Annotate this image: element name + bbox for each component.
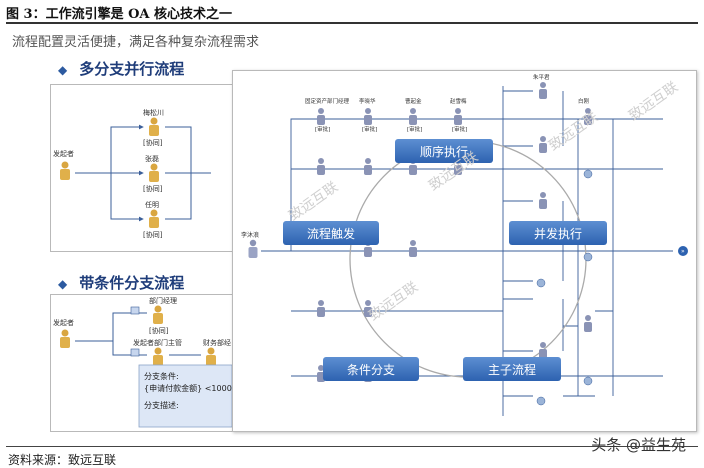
callout-conditional: 条件分支	[323, 357, 419, 381]
node-role: [协同]	[143, 184, 163, 193]
section-title-conditional: ◆带条件分支流程	[58, 274, 185, 292]
svg-text:致远互联: 致远互联	[286, 179, 341, 224]
node-name: 梅松川	[143, 108, 164, 117]
svg-text:朱平君: 朱平君	[533, 73, 550, 81]
svg-text:致远互联: 致远互联	[546, 109, 601, 154]
figure-title: 图 3：工作流引擎是 OA 核心技术之一	[6, 7, 233, 22]
multi-branch-diagram: 发起者 梅松川 [协同] 张磊 [协同] 任明 [协同]	[53, 108, 211, 239]
condition-label: 分支条件:	[144, 371, 179, 381]
svg-text:条件分支: 条件分支	[347, 363, 395, 377]
start-person-icon	[60, 161, 70, 180]
person-node: 任明 [协同]	[143, 200, 163, 239]
section-title-multi-branch: ◆多分支并行流程	[58, 60, 185, 78]
svg-text:[审批]: [审批]	[362, 125, 377, 133]
end-node-icon	[678, 246, 688, 256]
dept-manager-label: 部门经理	[149, 296, 177, 305]
node-name: 张磊	[145, 154, 159, 163]
callout-sequential: 顺序执行	[395, 139, 493, 163]
svg-text:致远互联: 致远互联	[626, 79, 681, 124]
dept-head-label: 发起者部门主管	[133, 338, 182, 347]
svg-text:致远互联: 致远互联	[366, 279, 421, 324]
start-label: 发起者	[53, 149, 74, 158]
svg-text:并发执行: 并发执行	[534, 226, 582, 241]
dept-manager-role: [协同]	[149, 326, 169, 335]
node-role: [协同]	[143, 230, 163, 239]
svg-text:白刚: 白刚	[578, 97, 590, 105]
globe-icons	[536, 169, 593, 406]
svg-text:[审批]: [审批]	[452, 125, 467, 133]
callout-subprocess: 主子流程	[463, 357, 561, 381]
main-workflow-panel: 李沐浪 固定资产部门经理 李晓华 曹	[232, 70, 697, 432]
start-label: 李沐浪	[241, 231, 259, 239]
person-node: 张磊 [协同]	[143, 154, 163, 193]
conditional-diagram: 发起者 部门经理 [协同] 发起者部门主管 财务部经 分支条件: {申请付款金额…	[53, 296, 237, 428]
start-person-icon	[60, 329, 70, 348]
person-node	[153, 305, 163, 324]
svg-text:流程触发: 流程触发	[307, 226, 355, 241]
svg-text:李晓华: 李晓华	[359, 97, 376, 105]
svg-text:顺序执行: 顺序执行	[420, 144, 468, 159]
start-person-icon	[248, 239, 258, 258]
svg-text:赵雪梅: 赵雪梅	[450, 97, 467, 105]
person-node: 梅松川 [协同]	[143, 108, 164, 147]
multi-branch-panel: 发起者 梅松川 [协同] 张磊 [协同] 任明 [协同]	[50, 84, 235, 252]
callout-trigger: 流程触发	[283, 221, 379, 245]
edge	[110, 124, 144, 173]
title-rule	[6, 22, 698, 24]
end-node-glyph: »	[681, 248, 685, 255]
svg-text:[审批]: [审批]	[315, 125, 330, 133]
diamond-bullet-icon: ◆	[58, 277, 68, 291]
finance-label: 财务部经	[203, 338, 231, 347]
edge	[165, 173, 192, 220]
condition-popup: 分支条件: {申请付款金额} <10000 分支描述:	[138, 364, 237, 428]
svg-text:固定资产部门经理: 固定资产部门经理	[305, 97, 350, 105]
condition-icon	[130, 306, 140, 315]
start-label: 发起者	[53, 318, 74, 327]
condition-value: {申请付款金额} <10000	[144, 383, 234, 393]
cycle-ring	[349, 140, 587, 378]
condition-icon	[130, 348, 140, 357]
person-node	[153, 347, 163, 366]
condition-desc: 分支描述:	[144, 400, 179, 410]
person-node	[206, 347, 216, 366]
svg-text:曹起金: 曹起金	[405, 97, 422, 105]
brand-watermark: 头条 @益生苑	[591, 436, 686, 454]
watermarks: 致远互联 致远互联 致远互联 致远互联 致远互联	[286, 79, 681, 324]
main-workflow-diagram: 李沐浪 固定资产部门经理 李晓华 曹	[241, 73, 688, 416]
conditional-panel: 发起者 部门经理 [协同] 发起者部门主管 财务部经 分支条件: {申请付款金额…	[50, 294, 237, 432]
row-labels: 固定资产部门经理 李晓华 曹起金 赵雪梅 朱平君 白刚 [审批] [审批] [审…	[305, 73, 590, 133]
diamond-bullet-icon: ◆	[58, 63, 68, 77]
svg-text:主子流程: 主子流程	[488, 362, 536, 377]
edge	[110, 173, 144, 222]
edge	[165, 126, 192, 173]
callout-concurrent: 并发执行	[509, 221, 607, 245]
node-role: [协同]	[143, 138, 163, 147]
source-note: 资料来源：致远互联	[8, 453, 117, 467]
subtitle: 流程配置灵活便捷，满足各种复杂流程需求	[12, 35, 260, 50]
edge	[75, 312, 147, 342]
footer-rule	[6, 446, 698, 447]
svg-text:[审批]: [审批]	[407, 125, 422, 133]
node-name: 任明	[145, 200, 159, 209]
